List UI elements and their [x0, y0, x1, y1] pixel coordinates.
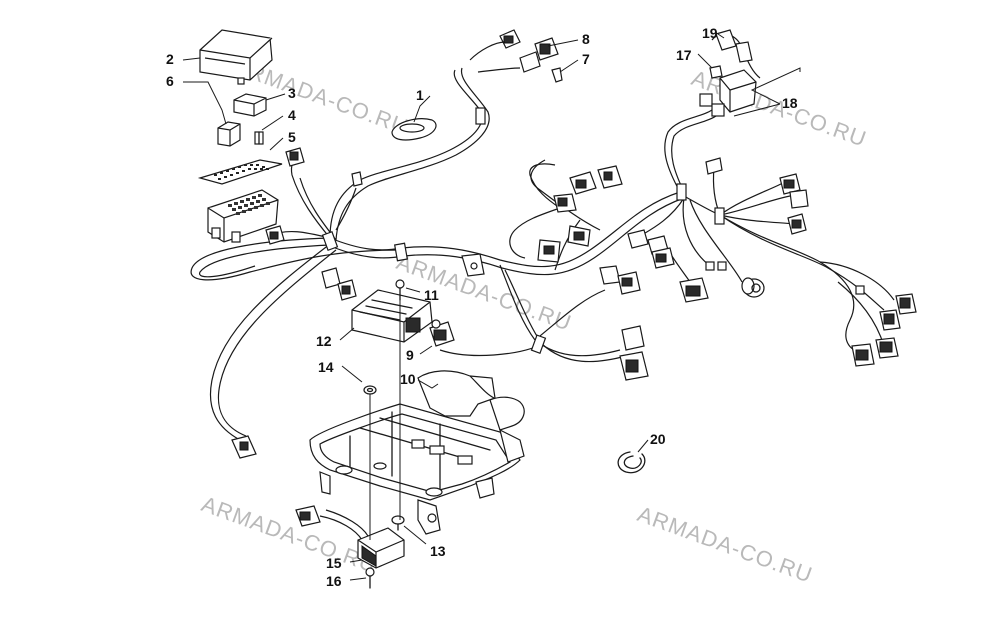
callout-16: 16: [326, 573, 342, 589]
callout-10: 10: [400, 371, 416, 387]
harness-ties: [321, 107, 725, 354]
callout-1: 1: [416, 87, 424, 103]
callout-14: 14: [318, 359, 334, 375]
callout-2: 2: [166, 51, 174, 67]
screw-part-16: [365, 567, 375, 589]
relay-part-6: [217, 121, 241, 147]
callout-9: 9: [406, 347, 414, 363]
callout-20: 20: [650, 431, 666, 447]
watermarks: ARMADA-CO.RU ARMADA-CO.RU ARMADA-CO.RU A…: [198, 53, 870, 588]
callout-6: 6: [166, 73, 174, 89]
callout-4: 4: [288, 107, 296, 123]
leader-lines: [182, 33, 801, 581]
callout-labels: 2 6 3 4 5 1 8 7 19 17 18 11 12 9 10 14 1…: [166, 25, 798, 589]
connectors: [231, 29, 917, 459]
watermark-5: ARMADA-CO.RU: [634, 501, 816, 588]
callout-13: 13: [430, 543, 446, 559]
callout-11: 11: [424, 287, 439, 303]
watermark-4: ARMADA-CO.RU: [198, 491, 380, 578]
tray-part-10: [309, 370, 525, 535]
callout-5: 5: [288, 129, 296, 145]
fuse-part-4: [254, 131, 264, 145]
callout-19: 19: [702, 25, 718, 41]
relay-box-part-2: [199, 29, 273, 85]
screw-part-13: [391, 515, 405, 531]
nut-part-14: [363, 385, 377, 395]
screw-part-11: [395, 279, 405, 301]
callout-8: 8: [582, 31, 590, 47]
callout-15: 15: [326, 555, 342, 571]
callout-17: 17: [676, 47, 692, 63]
clip-ring-part-20: [617, 451, 646, 474]
ecu-part-12: [351, 289, 433, 343]
decal-part-5: [197, 159, 283, 185]
callout-7: 7: [582, 51, 590, 67]
fuse-block: [207, 189, 279, 243]
callout-3: 3: [288, 85, 296, 101]
callout-12: 12: [316, 333, 332, 349]
callout-18: 18: [782, 95, 798, 111]
relay-part-3: [233, 93, 267, 117]
